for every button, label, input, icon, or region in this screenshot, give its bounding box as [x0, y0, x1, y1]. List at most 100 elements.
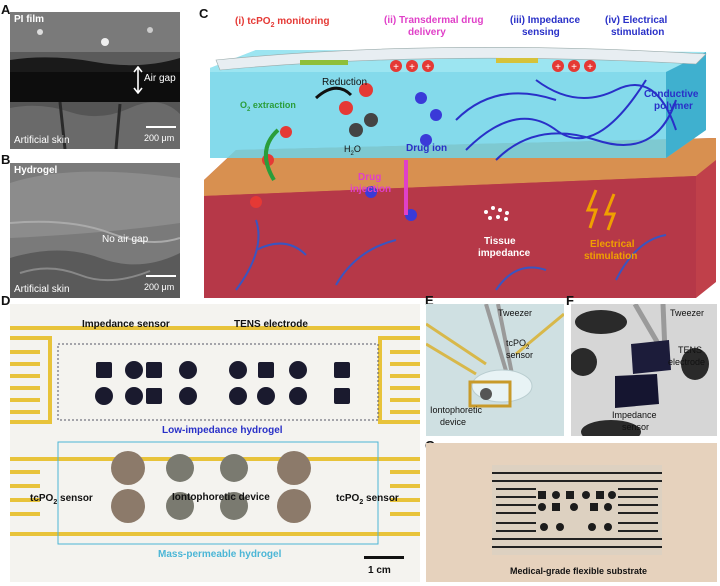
panel-d-scalebar [364, 556, 404, 559]
panel-e-tcpo2-line2: sensor [506, 350, 534, 360]
panel-a-sem-image [10, 12, 180, 149]
panel-d-scale-label: 1 cm [368, 565, 391, 576]
panel-d-photo [10, 304, 420, 582]
hydrogel-layer [210, 50, 706, 158]
tcpo2-right-suffix: sensor [363, 493, 399, 504]
o2-extraction-prefix: O [240, 100, 248, 110]
panel-b-scale-label: 200 μm [144, 282, 175, 292]
panel-d-label: D [1, 293, 11, 308]
drug-ion-label: Drug ion [406, 143, 448, 154]
drug-injection-label-line2: injection [350, 184, 392, 195]
tissue-impedance-dots [484, 206, 509, 221]
tcpo2-right-sub: 2 [359, 499, 364, 506]
o2-extraction-sub: 2 [247, 106, 251, 113]
iontophoretic-discs [111, 451, 311, 523]
reduction-label: Reduction [322, 77, 368, 88]
panel-f-tens-line1: TENS [678, 345, 703, 355]
panel-e-device-photo [426, 304, 564, 436]
panel-b-top-label: Hydrogel [14, 165, 58, 176]
pi-film [215, 46, 707, 71]
panel-b-label: B [1, 152, 11, 167]
water-label: H2O [344, 144, 361, 157]
panel-b-sem-image [10, 163, 180, 298]
tcpo2-sensor-right-label: tcPO2 sensor [336, 493, 399, 506]
svg-text:+: + [393, 62, 399, 73]
panel-c-label: C [199, 6, 209, 21]
tcpo2-monitoring-label: (i) tcPO2 monitoring [235, 16, 329, 29]
electrical-stimulation-tissue-label-line1: Electrical [590, 239, 635, 250]
o2-extraction-suffix: extraction [250, 100, 296, 110]
panel-f-device-photo [571, 304, 717, 436]
panel-e-photo [426, 304, 564, 436]
tissue-impedance-label-line1: Tissue [484, 236, 516, 247]
panel-e-tcpo2-prefix: tcPO [506, 338, 527, 348]
o2-extraction-arrow-icon [264, 128, 280, 182]
panel-b-scalebar [146, 275, 176, 277]
gold-traces [10, 326, 420, 536]
air-gap-arrow-icon [133, 66, 143, 94]
panel-e-ionto-line1: Iontophoretic [430, 405, 483, 415]
panel-b-gap-label: No air gap [102, 234, 149, 245]
panel-e-label: E [425, 293, 434, 308]
tcpo2-left-prefix: tcPO [30, 493, 54, 504]
panel-f-tweezer-label: Tweezer [670, 308, 705, 318]
tcpo2-left-sub: 2 [53, 499, 58, 506]
panel-e-tweezer-label: Tweezer [498, 308, 533, 318]
tens-electrode-label: TENS electrode [234, 319, 308, 330]
tissue-impedance-label-line2: impedance [478, 248, 531, 259]
impedance-electrode [496, 58, 538, 63]
flexible-substrate [492, 465, 662, 555]
svg-text:+: + [409, 62, 415, 73]
panel-a-gap-label: Air gap [144, 73, 176, 84]
stimulation-bolt-icon [585, 189, 599, 229]
impedance-sensing-label-line2: sensing [522, 27, 560, 38]
panel-d-device-photo [10, 304, 420, 582]
panel-b-bottom-label: Artificial skin [14, 284, 70, 295]
panel-f-impedance-line2: sensor [622, 422, 650, 432]
tcpo2-right-prefix: tcPO [336, 493, 360, 504]
tcpo2-electrode [300, 60, 348, 65]
tcpo2-sensor-left-label: tcPO2 sensor [30, 493, 93, 506]
panel-c-schematic: + + + + + + [204, 46, 716, 298]
electrical-stimulation-label-line2: stimulation [611, 27, 665, 38]
mass-permeable-hydrogel-label: Mass-permeable hydrogel [158, 549, 282, 560]
panel-a-label: A [1, 2, 11, 17]
panel-f-impedance-line1: Impedance [612, 410, 657, 420]
panel-a-bottom-label: Artificial skin [14, 135, 70, 146]
conductive-polymer-fibers [455, 79, 677, 161]
svg-text:+: + [555, 62, 561, 73]
o2-extraction-label: O2 extraction [240, 100, 296, 113]
tcpo2-monitoring-prefix: (i) tcPO [235, 16, 271, 27]
impedance-sensing-label-line1: (iii) Impedance [510, 15, 581, 26]
panel-a-scalebar [146, 126, 176, 128]
drug-delivery-label-line1: (ii) Transdermal drug [384, 15, 484, 26]
conductive-polymer-label-line2: polymer [654, 101, 693, 112]
water-sub: 2 [350, 150, 354, 157]
panel-a-scale-label: 200 μm [144, 133, 175, 143]
low-impedance-frame [57, 343, 379, 421]
reduction-arrow-icon [314, 86, 353, 100]
blood-vessels [235, 219, 667, 291]
tcpo2-monitoring-sub: 2 [270, 22, 275, 29]
tcpo2-left-suffix: sensor [57, 493, 93, 504]
panel-f-photo [571, 304, 717, 436]
water-suffix: O [353, 144, 361, 154]
svg-text:+: + [587, 62, 593, 73]
substrate-traces [492, 472, 662, 548]
electrical-stimulation-label-line1: (iv) Electrical [605, 15, 668, 26]
panel-f-tens-line2: electrode [668, 357, 706, 367]
low-impedance-hydrogel-label: Low-impedance hydrogel [162, 425, 283, 436]
svg-text:+: + [571, 62, 577, 73]
electrical-stimulation-tissue-label-line2: stimulation [584, 251, 638, 262]
panel-b-micrograph [10, 163, 180, 298]
substrate-electrodes [538, 491, 616, 531]
panel-g-arm-photo [426, 443, 717, 582]
panel-a-top-label: PI film [14, 14, 45, 25]
panel-f-label: F [566, 293, 574, 308]
mass-permeable-frame [57, 441, 379, 545]
panel-e-ionto-line2: device [440, 417, 467, 427]
positive-charge-markers: + + + + + + [390, 60, 596, 73]
panel-e-tcpo2-line1: tcPO2 [506, 338, 529, 351]
drug-delivery-label-line2: delivery [408, 27, 446, 38]
panel-g-caption: Medical-grade flexible substrate [510, 566, 648, 576]
